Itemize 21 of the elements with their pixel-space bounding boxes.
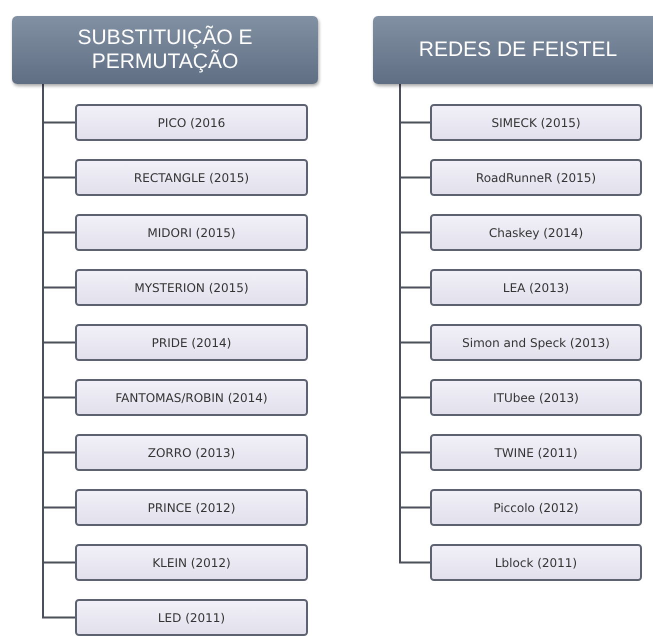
- cipher-box: Lblock (2011): [430, 544, 642, 581]
- cipher-box: RECTANGLE (2015): [75, 159, 308, 196]
- cipher-box: FANTOMAS/ROBIN (2014): [75, 379, 308, 416]
- cipher-box: ZORRO (2013): [75, 434, 308, 471]
- cipher-box: TWINE (2011): [430, 434, 642, 471]
- cipher-box: MYSTERION (2015): [75, 269, 308, 306]
- cipher-box: PICO (2016: [75, 104, 308, 141]
- category-header: SUBSTITUIÇÃO E PERMUTAÇÃO: [12, 16, 318, 84]
- cipher-box: MIDORI (2015): [75, 214, 308, 251]
- cipher-box: LEA (2013): [430, 269, 642, 306]
- cipher-box: RoadRunneR (2015): [430, 159, 642, 196]
- cipher-box: ITUbee (2013): [430, 379, 642, 416]
- category-header: REDES DE FEISTEL: [373, 16, 653, 84]
- cipher-box: Simon and Speck (2013): [430, 324, 642, 361]
- cipher-box: KLEIN (2012): [75, 544, 308, 581]
- cipher-box: PRINCE (2012): [75, 489, 308, 526]
- cipher-box: Chaskey (2014): [430, 214, 642, 251]
- cipher-box: SIMECK (2015): [430, 104, 642, 141]
- cipher-box: Piccolo (2012): [430, 489, 642, 526]
- cipher-box: LED (2011): [75, 599, 308, 636]
- cipher-box: PRIDE (2014): [75, 324, 308, 361]
